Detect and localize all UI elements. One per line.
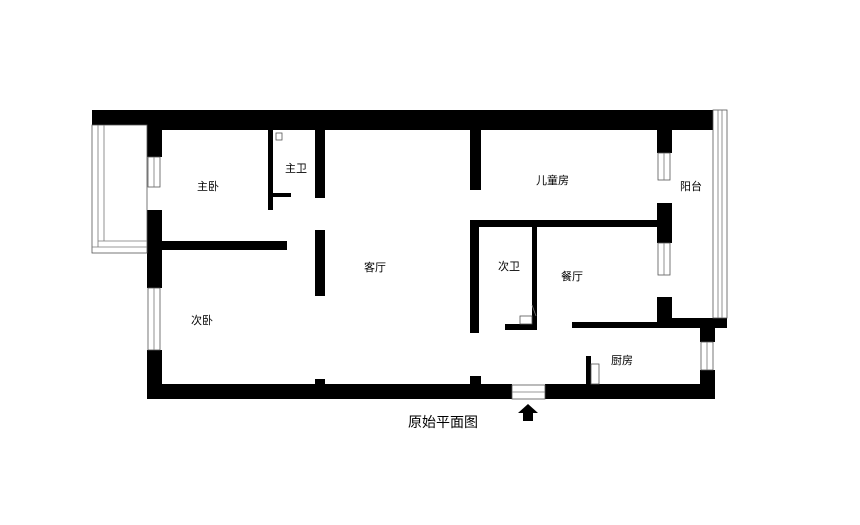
wall-kitchen-left bbox=[586, 356, 591, 386]
room-label-dining-room: 餐厅 bbox=[561, 270, 583, 283]
wall-bath2-left bbox=[470, 227, 479, 333]
fixture-bath2 bbox=[519, 315, 533, 325]
room-label-master-bath: 主卫 bbox=[285, 162, 307, 175]
wall-balcony-bottom bbox=[657, 318, 727, 328]
wall-left-upper bbox=[147, 125, 162, 157]
window-master-left bbox=[91, 124, 148, 254]
floor-drain-master-bath bbox=[275, 132, 283, 141]
wall-top bbox=[92, 110, 712, 130]
room-label-kids-room: 儿童房 bbox=[536, 174, 569, 187]
wall-master-bath-bottom bbox=[273, 193, 291, 197]
fixture-kitchen bbox=[590, 363, 600, 385]
wall-kitchen-right bbox=[700, 318, 715, 342]
window-kids bbox=[657, 152, 671, 181]
wall-right-low bbox=[657, 297, 672, 323]
wall-right-top bbox=[657, 125, 672, 153]
wall-kids-bottom bbox=[470, 220, 672, 227]
entrance-door bbox=[511, 384, 546, 400]
wall-bottom-right bbox=[545, 384, 715, 399]
wall-bottom-post bbox=[470, 376, 481, 386]
wall-kids-left-upper bbox=[470, 130, 481, 190]
window-master-small bbox=[147, 156, 161, 188]
wall-bottom-notch bbox=[315, 379, 325, 385]
wall-master-bath-right bbox=[315, 130, 325, 198]
window-dining bbox=[657, 242, 671, 276]
window-second-bedroom bbox=[147, 287, 161, 351]
window-kitchen bbox=[700, 341, 714, 371]
window-balcony bbox=[712, 109, 728, 319]
room-label-second-bedroom: 次卧 bbox=[191, 314, 213, 327]
wall-kitchen-right-low bbox=[700, 370, 715, 399]
room-label-second-bath: 次卫 bbox=[498, 260, 520, 273]
wall-bath2-right bbox=[532, 227, 537, 330]
wall-bottom-left bbox=[147, 384, 512, 399]
wall-top-right-stub bbox=[708, 110, 714, 130]
wall-living-left bbox=[315, 230, 325, 296]
fixture-bath2-line bbox=[531, 304, 537, 317]
wall-bath2-bottom bbox=[505, 324, 537, 330]
wall-dining-bottom bbox=[572, 322, 672, 328]
room-label-master-bedroom: 主卧 bbox=[197, 180, 219, 193]
wall-master-bath-left bbox=[268, 130, 273, 210]
room-label-kitchen: 厨房 bbox=[611, 354, 633, 367]
wall-bedroom-divider bbox=[147, 241, 287, 250]
room-label-living-room: 客厅 bbox=[364, 261, 386, 274]
room-label-balcony: 阳台 bbox=[680, 180, 702, 193]
wall-left-lower bbox=[147, 350, 162, 398]
entrance-arrow-icon bbox=[518, 404, 538, 421]
plan-title: 原始平面图 bbox=[408, 415, 478, 431]
